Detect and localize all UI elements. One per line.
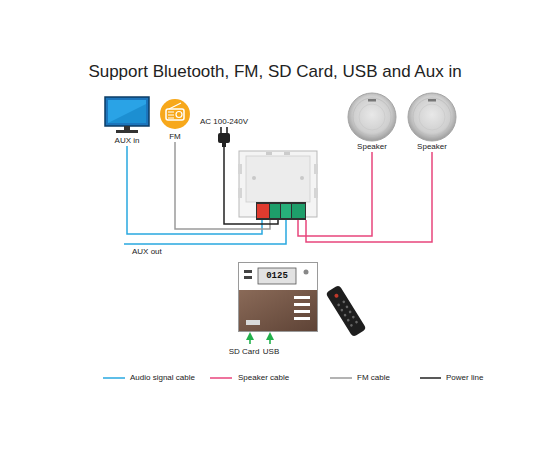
legend-sample <box>103 377 125 379</box>
port-label: USB <box>263 347 279 357</box>
device-label: Speaker <box>417 142 447 152</box>
remote-control <box>325 285 366 338</box>
port-label: SD Card <box>229 347 260 357</box>
sd-card-arrow <box>249 336 251 344</box>
device-label: AUX in <box>115 136 140 146</box>
device-label: AC 100-240V <box>200 117 248 127</box>
usb-arrow <box>269 336 271 344</box>
legend-sample <box>210 377 232 379</box>
aux-out-cable <box>124 220 286 244</box>
amplifier-back-panel <box>238 150 318 220</box>
legend-entry: Speaker cable <box>238 373 289 383</box>
display-readout: 0125 <box>258 270 296 282</box>
power-plug: AC 100-240V <box>200 117 248 151</box>
legend-sample <box>420 377 441 379</box>
legend-entry: Audio signal cable <box>130 373 195 383</box>
legend-entry: Power line <box>446 373 483 383</box>
ceiling-speaker-drawing <box>406 92 458 142</box>
ceiling-speaker: Speaker <box>346 92 398 152</box>
port-label: AUX out <box>132 247 162 257</box>
radio-icon: FM <box>159 98 191 142</box>
tv-icon: AUX in <box>104 96 150 146</box>
amplifier-front-panel: 0125 <box>238 262 318 332</box>
legend-entry: FM cable <box>357 373 390 383</box>
radio-icon-drawing <box>159 98 191 132</box>
amplifier-back-panel-drawing <box>238 150 318 220</box>
device-label: Speaker <box>357 142 387 152</box>
cable <box>306 152 432 242</box>
legend-sample <box>330 377 352 379</box>
power-plug-drawing <box>214 127 234 151</box>
device-label: FM <box>169 132 181 142</box>
diagram-title: Support Bluetooth, FM, SD Card, USB and … <box>0 62 550 82</box>
ceiling-speaker: Speaker <box>406 92 458 152</box>
ceiling-speaker-drawing <box>346 92 398 142</box>
tv-icon-drawing <box>104 96 150 136</box>
